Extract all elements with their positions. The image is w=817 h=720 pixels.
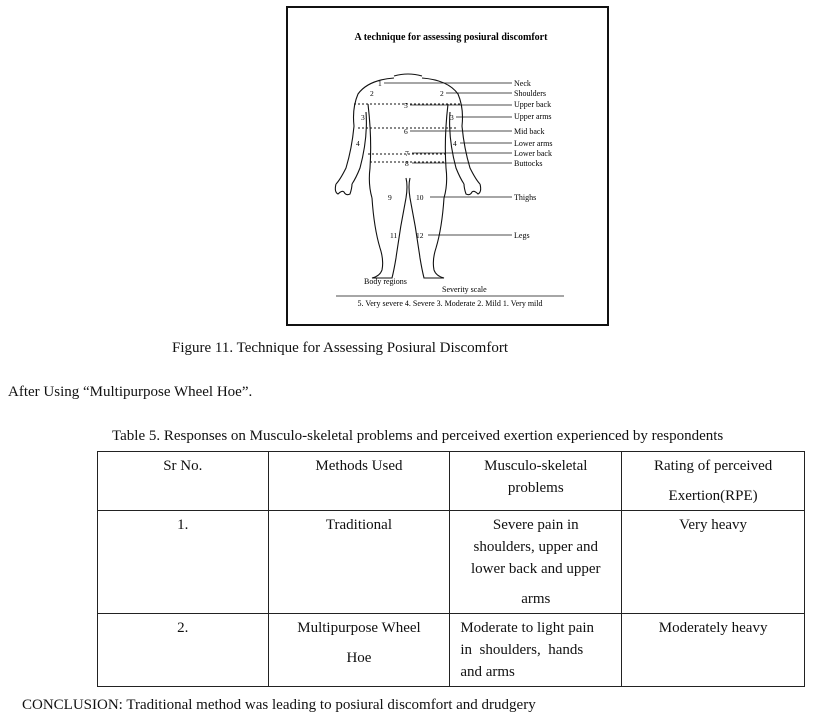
region-label-lower-arms: Lower arms [514, 139, 552, 148]
severity-scale-label: Severity scale [442, 285, 487, 294]
region-number: 2 [440, 89, 444, 98]
region-number: 9 [388, 193, 392, 202]
region-label-mid-back: Mid back [514, 127, 544, 136]
region-number: 12 [416, 231, 424, 240]
region-number: 6 [404, 127, 408, 136]
severity-scale: 5. Very severe 4. Severe 3. Moderate 2. … [358, 299, 543, 308]
region-label-thighs: Thighs [514, 193, 536, 202]
results-table: Sr No. Methods Used Musculo-skeletal pro… [97, 451, 805, 687]
region-number: 4 [453, 139, 457, 148]
cell-method: Multipurpose Wheel Hoe [267, 613, 451, 687]
header-rpe: Rating of perceived Exertion(RPE) [621, 451, 805, 511]
cell-sr: 2. [97, 613, 269, 687]
region-numbers: 1 2 2 3 3 4 4 5 6 7 8 9 10 11 12 [356, 79, 457, 240]
region-number: 7 [405, 149, 409, 158]
region-number: 8 [405, 159, 409, 168]
region-label-upper-arms: Upper arms [514, 112, 552, 121]
cell-rpe: Very heavy [621, 510, 805, 614]
region-label-shoulders: Shoulders [514, 89, 546, 98]
cell-sr: 1. [97, 510, 269, 614]
body-diagram: A technique for assessing posiural disco… [334, 32, 564, 308]
region-number: 11 [390, 231, 397, 240]
figure-caption: Figure 11. Technique for Assessing Posiu… [172, 340, 508, 356]
leader-lines [384, 82, 512, 236]
header-sr-no: Sr No. [97, 451, 269, 511]
figure-box: A technique for assessing posiural disco… [286, 6, 609, 326]
region-number: 4 [356, 139, 360, 148]
header-musculo-skeletal: Musculo-skeletal problems [449, 451, 623, 511]
table-row: 1. Traditional Severe pain in shoulders,… [97, 510, 805, 614]
table-header-row: Sr No. Methods Used Musculo-skeletal pro… [97, 451, 805, 511]
conclusion-text: CONCLUSION: Traditional method was leadi… [22, 697, 536, 713]
body-outline [334, 73, 482, 279]
region-label-lower-back: Lower back [514, 149, 552, 158]
cell-method: Traditional [267, 510, 451, 614]
region-number: 10 [416, 193, 424, 202]
table-row: 2. Multipurpose Wheel Hoe Moderate to li… [97, 613, 805, 687]
region-labels: Neck Shoulders Upper back Upper arms Mid… [514, 79, 552, 240]
region-number: 1 [378, 79, 382, 88]
figure-title: A technique for assessing posiural disco… [355, 32, 549, 43]
region-label-legs: Legs [514, 231, 530, 240]
body-paragraph: After Using “Multipurpose Wheel Hoe”. [8, 384, 253, 400]
cell-rpe: Moderately heavy [621, 613, 805, 687]
header-methods-used: Methods Used [267, 451, 451, 511]
region-number: 5 [404, 101, 408, 110]
region-number: 3 [450, 113, 454, 122]
region-label-upper-back: Upper back [514, 100, 551, 109]
cell-problems: Moderate to light pain in shoulders, han… [449, 613, 623, 687]
region-label-neck: Neck [514, 79, 531, 88]
cell-problems: Severe pain in shoulders, upper and lowe… [449, 510, 623, 614]
region-label-buttocks: Buttocks [514, 159, 542, 168]
region-number: 2 [370, 89, 374, 98]
table-caption: Table 5. Responses on Musculo-skeletal p… [112, 428, 724, 444]
body-regions-label: Body regions [364, 277, 407, 286]
region-number: 3 [361, 113, 365, 122]
